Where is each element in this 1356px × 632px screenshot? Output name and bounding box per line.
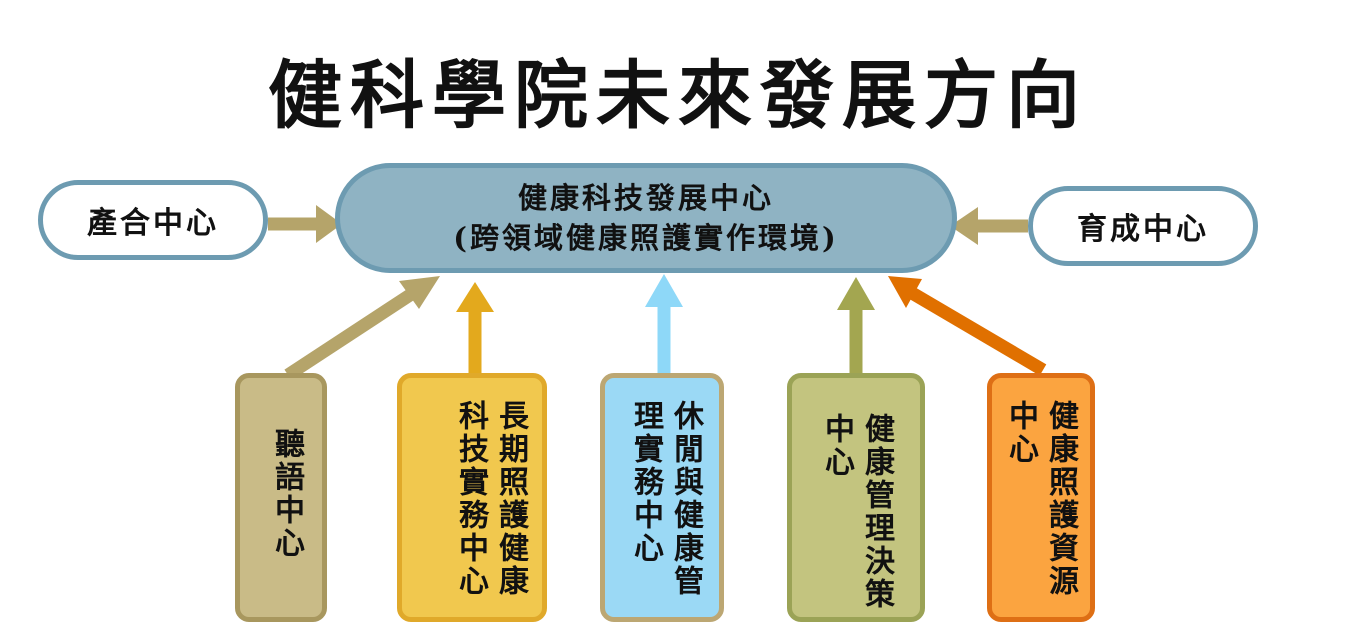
bottom-node-label: 長期照護健康科技實務中心 — [453, 400, 528, 598]
left-node: 產合中心 — [38, 180, 268, 260]
bottom-node-label: 健康照護資源中心 — [1003, 400, 1078, 598]
bottom-node-leisure-health: 休閒與健康管理實務中心 — [600, 373, 724, 622]
arrow-decision-head — [837, 277, 875, 310]
page-title: 健科學院未來發展方向 — [268, 53, 1088, 139]
bottom-node-care-resource: 健康照護資源中心 — [987, 373, 1095, 622]
arrow-hearing-to-center — [284, 289, 414, 381]
arrow-leisure-head — [645, 274, 683, 307]
bottom-node-label: 健康管理決策中心 — [819, 413, 894, 611]
arrow-resource-to-center — [908, 287, 1047, 376]
center-node: 健康科技發展中心 (跨領域健康照護實作環境) — [335, 163, 957, 273]
right-node: 育成中心 — [1028, 186, 1258, 266]
center-node-subtitle: (跨領域健康照護實作環境) — [453, 221, 839, 255]
arrow-hearing-head — [399, 276, 440, 309]
arrow-longterm-head — [456, 282, 494, 312]
bottom-node-label: 休閒與健康管理實務中心 — [628, 400, 703, 598]
bottom-node-health-decision: 健康管理決策中心 — [787, 373, 925, 622]
arrow-resource-head — [888, 276, 922, 308]
bottom-node-hearing: 聽語中心 — [235, 373, 327, 622]
right-node-label: 育成中心 — [1077, 212, 1209, 247]
arrow-right-head — [950, 207, 978, 245]
bottom-node-label: 聽語中心 — [269, 428, 304, 560]
bottom-node-longterm-care: 長期照護健康科技實務中心 — [397, 373, 547, 622]
center-node-title: 健康科技發展中心 — [517, 181, 774, 215]
left-node-label: 產合中心 — [87, 206, 219, 241]
arrow-left-head — [316, 205, 342, 243]
